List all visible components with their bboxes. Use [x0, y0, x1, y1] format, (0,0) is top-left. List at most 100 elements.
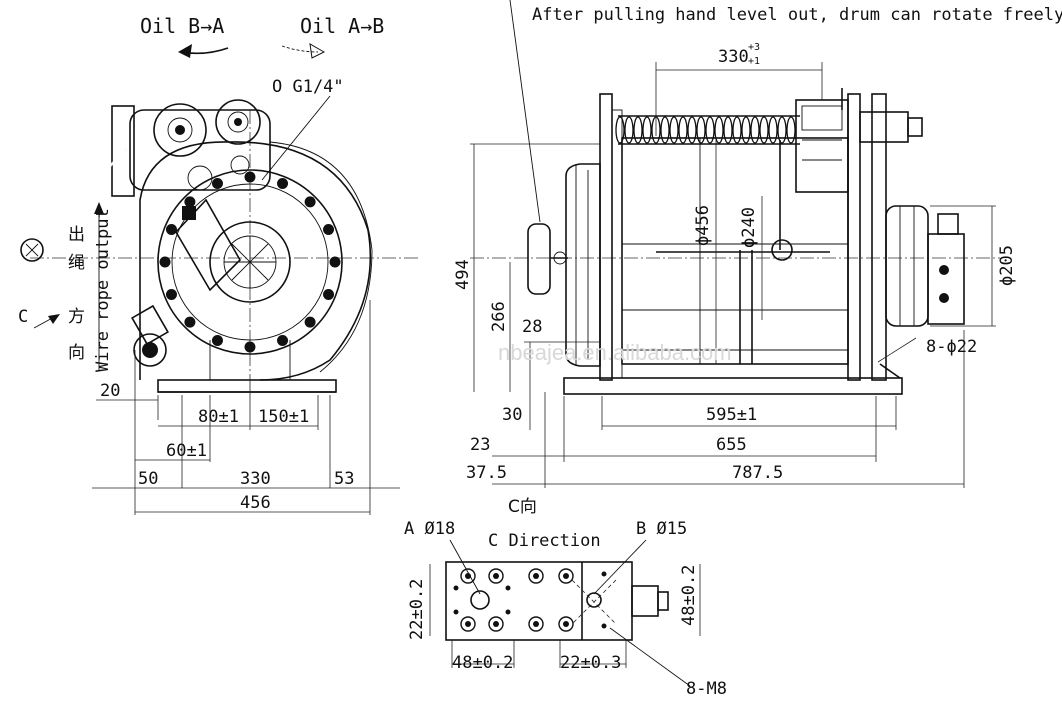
- drum-bolt: [277, 335, 289, 347]
- arrow-right-head-icon: [309, 43, 326, 59]
- valve-port: [558, 568, 574, 584]
- drum-bolt: [159, 256, 171, 268]
- spring-coil: [615, 116, 625, 144]
- wire-output-cn-2: 绳: [68, 253, 85, 273]
- spring-coil: [660, 116, 670, 144]
- drum-bolt: [184, 196, 196, 208]
- spring-coil: [741, 116, 751, 144]
- dim-53: 53: [334, 469, 354, 489]
- arrow-left-head-icon: [178, 44, 192, 58]
- valve-port: [488, 568, 504, 584]
- spring-coil: [633, 116, 643, 144]
- dim-48-vertical: 48±0.2: [679, 565, 699, 626]
- port-leader: [261, 95, 331, 181]
- drum-bolt: [329, 256, 341, 268]
- mount-hole: [601, 623, 607, 629]
- spring-coil: [777, 116, 787, 144]
- drum-bolt: [184, 316, 196, 328]
- dim-phi456: ϕ456: [693, 205, 713, 246]
- spring-coil: [714, 116, 724, 144]
- valve-port-core: [563, 573, 569, 579]
- dim-phi240: ϕ240: [739, 207, 759, 248]
- spring-coil: [723, 116, 733, 144]
- valve-port: [460, 616, 476, 632]
- dim-330-sup: +3: [748, 42, 760, 53]
- dim-494: 494: [453, 259, 473, 290]
- mount-hole: [505, 609, 511, 615]
- drum-bolt: [244, 171, 256, 183]
- valve-port: [558, 616, 574, 632]
- oil-a-to-b-label: Oil A→B: [300, 14, 384, 38]
- spring-coil: [705, 116, 715, 144]
- drum-bolt: [304, 196, 316, 208]
- dim-456: 456: [240, 493, 271, 513]
- c-direction-cn: C向: [508, 497, 537, 517]
- dim-28: 28: [522, 317, 542, 337]
- valve-port: [460, 568, 476, 584]
- dim-150: 150±1: [258, 407, 309, 427]
- dim-30: 30: [502, 405, 522, 425]
- c-view-label: C: [18, 307, 28, 327]
- valve-port-core: [533, 621, 539, 627]
- spring-coil: [759, 116, 769, 144]
- c-view-arrow-icon: [48, 314, 60, 324]
- dim-330-top: 330: [718, 47, 749, 67]
- front-view: [470, 88, 1000, 395]
- dim-22-vertical: 22±0.2: [407, 579, 427, 640]
- spring-coil: [750, 116, 760, 144]
- spring-coil: [768, 116, 778, 144]
- valve-block-view: [445, 561, 669, 641]
- spring-coil: [732, 116, 742, 144]
- wire-arrow-icon: [94, 202, 104, 214]
- mount-hole: [453, 585, 459, 591]
- port-b-label: B Ø15: [636, 519, 687, 539]
- dim-266: 266: [489, 301, 509, 332]
- spring-coil: [786, 116, 796, 144]
- drum-bolt: [304, 316, 316, 328]
- drum-bolt: [165, 223, 177, 235]
- dim-330-sub: +1: [748, 56, 760, 67]
- valve-port: [488, 616, 504, 632]
- right-dimensions: [470, 62, 996, 488]
- arrow-right-icon: [281, 45, 319, 53]
- dim-22-horizontal: 22±0.3: [560, 653, 621, 673]
- wire-output-en: Wire rope output: [93, 208, 113, 372]
- drum-bolt: [165, 289, 177, 301]
- valve-port: [528, 616, 544, 632]
- dim-595: 595±1: [706, 405, 757, 425]
- spring-coil: [624, 116, 634, 144]
- dim-23: 23: [470, 435, 490, 455]
- left-dimensions: [92, 300, 400, 515]
- spring-coil: [642, 116, 652, 144]
- drum-bolt: [323, 223, 335, 235]
- side-view: [20, 99, 420, 393]
- valve-port-core: [465, 573, 471, 579]
- mount-hole: [505, 585, 511, 591]
- valve-port-core: [493, 573, 499, 579]
- mount-hole: [453, 609, 459, 615]
- spring-coil: [687, 116, 697, 144]
- dim-37: 37.5: [466, 463, 507, 483]
- dim-50: 50: [138, 469, 158, 489]
- valve-port-core: [493, 621, 499, 627]
- dim-655: 655: [716, 435, 747, 455]
- port-label: O G1/4": [272, 77, 344, 97]
- spring-coil: [696, 116, 706, 144]
- bolts-label: 8-M8: [686, 679, 727, 699]
- c-direction-en: C Direction: [488, 531, 601, 551]
- dim-20: 20: [100, 381, 120, 401]
- port-a-label: A Ø18: [404, 519, 455, 539]
- dim-phi205: ϕ205: [997, 245, 1017, 286]
- valve-port-core: [563, 621, 569, 627]
- drum-bolt: [323, 289, 335, 301]
- drum-bolt: [244, 341, 256, 353]
- oil-b-to-a-label: Oil B→A: [140, 14, 224, 38]
- drum-bolt: [211, 177, 223, 189]
- wire-output-cn-4: 向: [68, 343, 85, 363]
- note-leader: [509, 0, 541, 223]
- dim-787: 787.5: [732, 463, 783, 483]
- drum-bolt: [277, 177, 289, 189]
- lever-knob-icon: [20, 238, 44, 262]
- wire-output-cn-1: 出: [68, 225, 85, 245]
